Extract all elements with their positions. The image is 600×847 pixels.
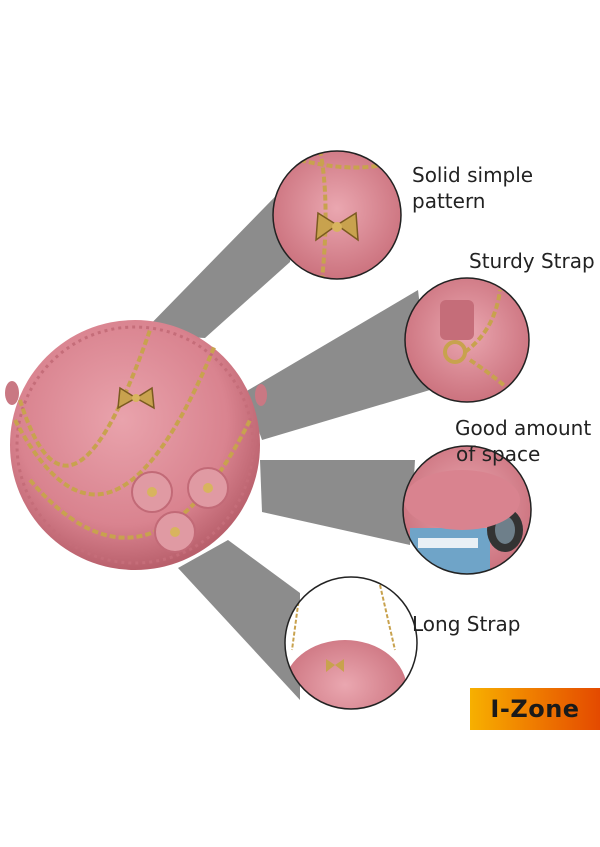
bag-main: [5, 320, 267, 570]
bag-body: [10, 320, 260, 570]
bow-ornament: [117, 386, 155, 410]
feature-label-space-line2: of space: [456, 442, 541, 466]
brand-logo: I-Zone: [470, 688, 600, 730]
beam-space: [260, 460, 415, 545]
beam-strap: [245, 290, 430, 440]
flower-3: [154, 511, 196, 553]
chain-1: [18, 329, 152, 468]
beam-long: [178, 540, 300, 700]
beam-pattern: [140, 166, 305, 338]
feature-label-long-strap: Long Strap: [412, 612, 521, 636]
zoom-long-strap: [284, 576, 418, 710]
zoom-space: [402, 445, 532, 575]
feature-label-pattern: Solid simple: [412, 163, 534, 187]
feature-label-sturdy-strap: Sturdy Strap: [469, 249, 595, 273]
flower-1: [131, 471, 173, 513]
beam-group: [140, 166, 430, 700]
brand-name: I-Zone: [490, 695, 580, 723]
zoom-pattern: [272, 150, 402, 280]
right-hook: [255, 384, 267, 406]
feature-label-pattern-line2: pattern: [412, 189, 486, 213]
left-hook: [5, 381, 19, 405]
bag-rim: [15, 325, 255, 565]
zoom-strap: [404, 277, 530, 403]
flower-2: [187, 467, 229, 509]
feature-label-space: Good amount: [455, 416, 592, 440]
chain-2: [13, 344, 217, 497]
